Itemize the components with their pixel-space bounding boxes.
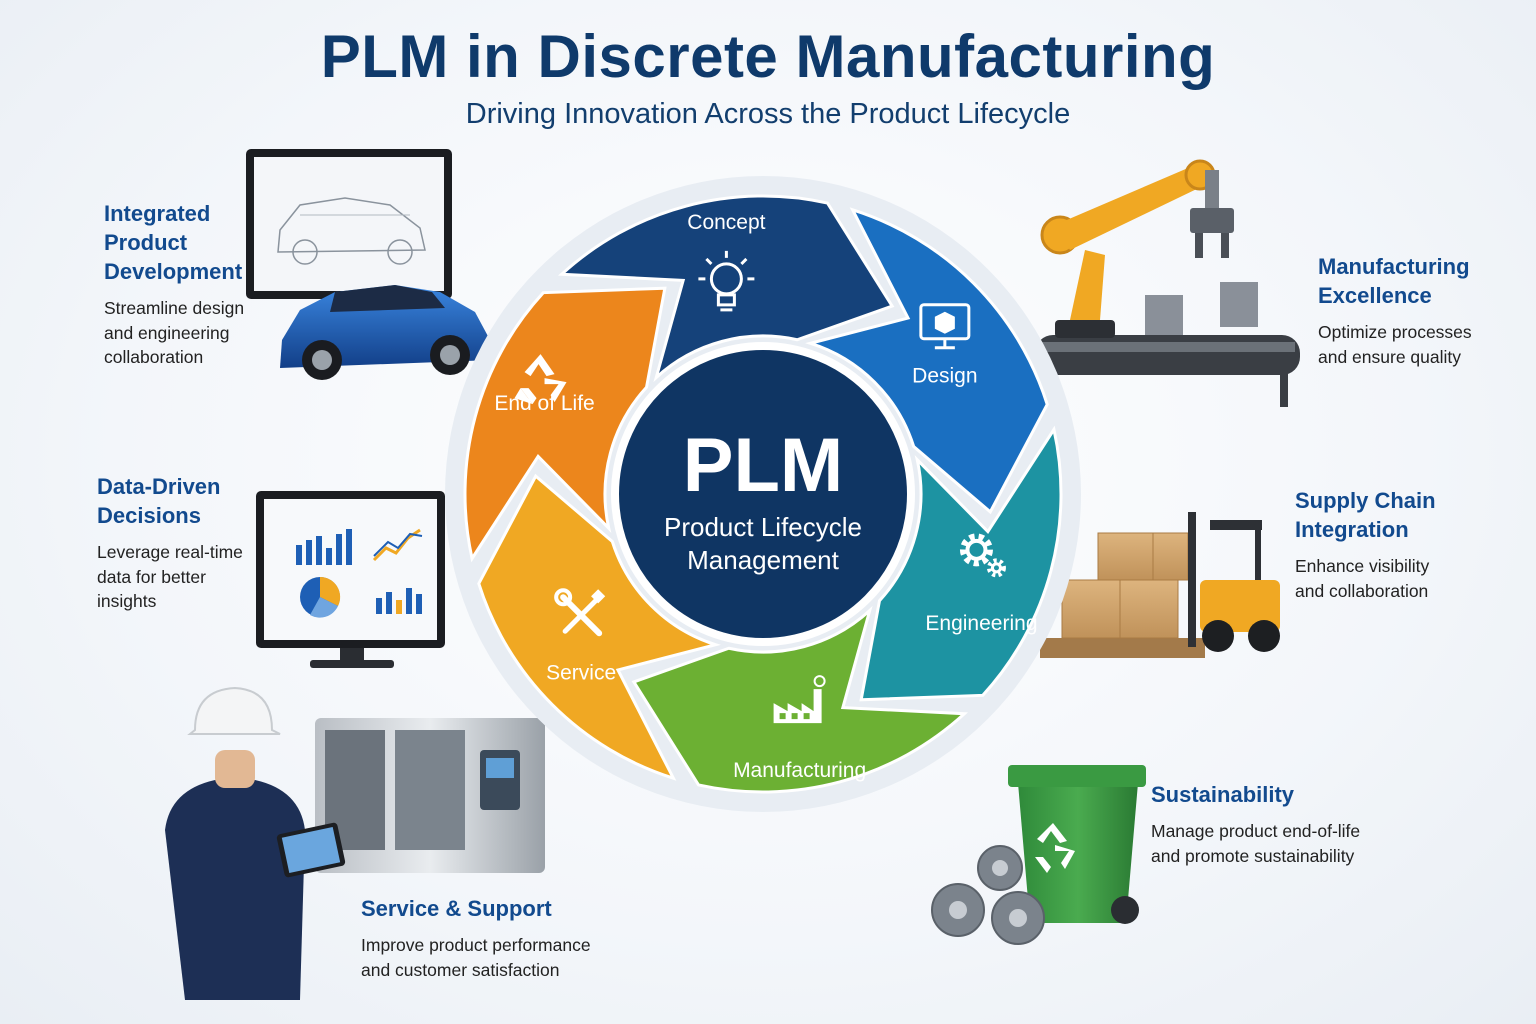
recycle-bin-gears-illustration (931, 765, 1146, 945)
page-subtitle: Driving Innovation Across the Product Li… (465, 98, 1071, 130)
feature-title: Service & Support (361, 896, 552, 921)
robot-arm-conveyor-illustration (1035, 159, 1300, 407)
hub-line-1: Product Lifecycle (664, 512, 862, 542)
feature-title: Integrated Product Development (104, 201, 243, 284)
page-title: PLM in Discrete Manufacturing (320, 23, 1216, 90)
monitor-cube-icon (919, 303, 971, 350)
feature-manufacturing-excellence: Manufacturing Excellence Optimize proces… (1318, 252, 1472, 369)
stage-segment-design (805, 207, 1049, 515)
feature-description: Leverage real-time data for better insig… (97, 542, 243, 611)
recycle-icon (514, 354, 567, 405)
stage-label: Manufacturing (733, 759, 866, 782)
hub-abbrev: PLM (683, 423, 843, 508)
stage-segment-engineering (859, 425, 1063, 702)
technician-cnc-illustration (165, 686, 545, 1000)
feature-sustainability: Sustainability Manage product end-of-lif… (1151, 780, 1360, 868)
stage-segment-concept (558, 194, 895, 383)
stage-label: Concept (687, 211, 765, 234)
feature-service-support: Service & Support Improve product perfor… (361, 894, 591, 982)
stage-label: Design (912, 365, 977, 388)
feature-description: Improve product performance and customer… (361, 935, 591, 980)
feature-data-driven-decisions: Data-Driven Decisions Leverage real-time… (97, 472, 243, 614)
lightbulb-icon (698, 250, 755, 312)
feature-description: Streamline design and engineering collab… (104, 298, 245, 367)
analytics-dashboard-illustration (256, 491, 445, 668)
feature-integrated-product-development: Integrated Product Development Streamlin… (104, 199, 244, 370)
hub-circle (611, 342, 915, 646)
stage-segment-manufacturing (631, 605, 968, 794)
wrench-screwdriver-icon (554, 588, 606, 637)
feature-title: Sustainability (1151, 782, 1295, 807)
feature-description: Enhance visibility and collaboration (1295, 556, 1430, 601)
gears-icon (959, 533, 1006, 578)
factory-icon (773, 675, 826, 724)
feature-supply-chain-integration: Supply Chain Integration Enhance visibil… (1295, 486, 1436, 603)
stage-segment-end-of-life (463, 286, 667, 563)
feature-title: Data-Driven Decisions (97, 474, 221, 528)
feature-title: Manufacturing Excellence (1318, 254, 1470, 308)
feature-title: Supply Chain Integration (1295, 488, 1436, 542)
stage-label: Engineering (925, 612, 1037, 635)
hub-line-2: Management (687, 545, 840, 575)
stage-label: End of Life (494, 392, 594, 415)
stage-label: Service (546, 661, 616, 684)
cad-monitor-car-illustration (246, 149, 492, 380)
feature-description: Optimize processes and ensure quality (1318, 322, 1472, 367)
forklift-boxes-illustration (1040, 512, 1280, 658)
feature-description: Manage product end-of-life and promote s… (1151, 821, 1361, 866)
